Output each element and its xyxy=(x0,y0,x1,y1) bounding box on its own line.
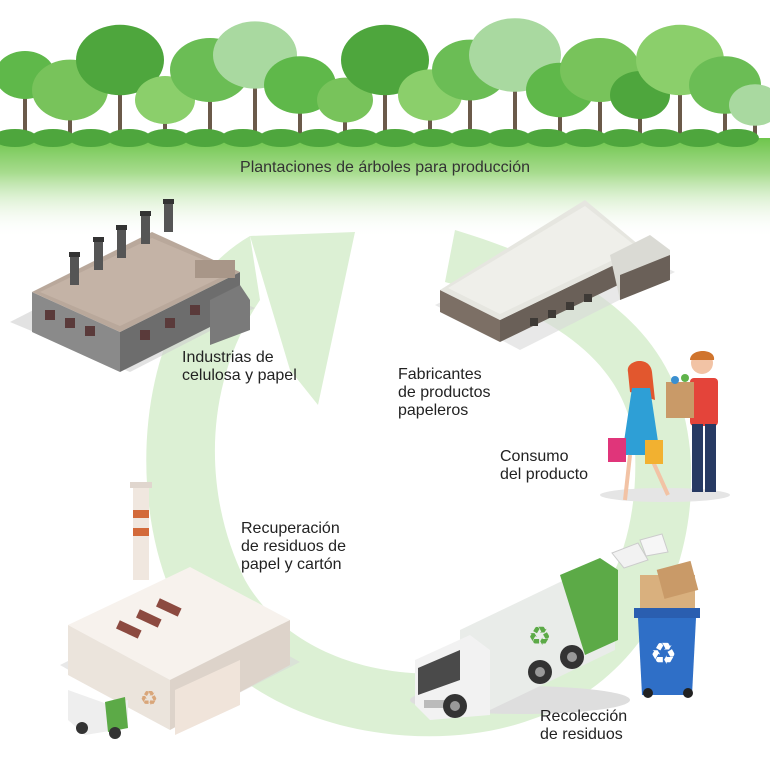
bush xyxy=(449,129,493,147)
page-title: Plantaciones de árboles para producción xyxy=(240,159,530,176)
tree-trunk xyxy=(118,60,122,140)
tree-crown xyxy=(729,84,770,126)
bush xyxy=(335,129,379,147)
bush xyxy=(715,129,759,147)
svg-text:♻: ♻ xyxy=(650,637,677,672)
bush xyxy=(487,129,531,147)
shoppers-icon xyxy=(600,351,730,502)
pulp-factory-icon xyxy=(10,199,255,372)
bush xyxy=(601,129,645,147)
label-manufacturers: Fabricantes de productos papeleros xyxy=(398,366,491,419)
bush xyxy=(563,129,607,147)
recycling-bin-icon: ♻ xyxy=(611,533,700,698)
tree-trunk xyxy=(23,75,27,140)
garbage-truck-icon: ♻ xyxy=(410,558,630,720)
tree-trunk xyxy=(383,60,387,140)
bush xyxy=(107,129,151,147)
label-pulp-industry: Industrias de celulosa y papel xyxy=(182,349,297,384)
bush xyxy=(297,129,341,147)
tree-trunk xyxy=(208,70,212,140)
label-collection: Recolección de residuos xyxy=(540,708,628,743)
bush xyxy=(0,129,37,147)
grass-band xyxy=(0,138,770,238)
bush xyxy=(31,129,75,147)
tree-trunk xyxy=(513,55,517,140)
bush xyxy=(411,129,455,147)
tree-trunk xyxy=(678,60,682,140)
tree-crown xyxy=(317,77,373,123)
tree-crown xyxy=(76,24,164,96)
bush xyxy=(69,129,113,147)
bush xyxy=(525,129,569,147)
tree-trunk xyxy=(253,55,257,140)
recycling-plant-icon: ♻ xyxy=(60,482,300,739)
tree-plantation-icon xyxy=(0,18,770,147)
label-recovery: Recuperación de residuos de papel y cart… xyxy=(241,520,346,573)
bush xyxy=(221,129,265,147)
warehouse-icon xyxy=(435,200,675,350)
label-consumption: Consumo del producto xyxy=(500,448,589,483)
svg-text:♻: ♻ xyxy=(140,686,158,710)
bush xyxy=(373,129,417,147)
bush xyxy=(639,129,683,147)
bush xyxy=(183,129,227,147)
bush xyxy=(677,129,721,147)
bush xyxy=(259,129,303,147)
tree-trunk xyxy=(468,70,472,140)
svg-text:♻: ♻ xyxy=(528,622,551,652)
bush xyxy=(145,129,189,147)
tree-trunk xyxy=(598,70,602,140)
